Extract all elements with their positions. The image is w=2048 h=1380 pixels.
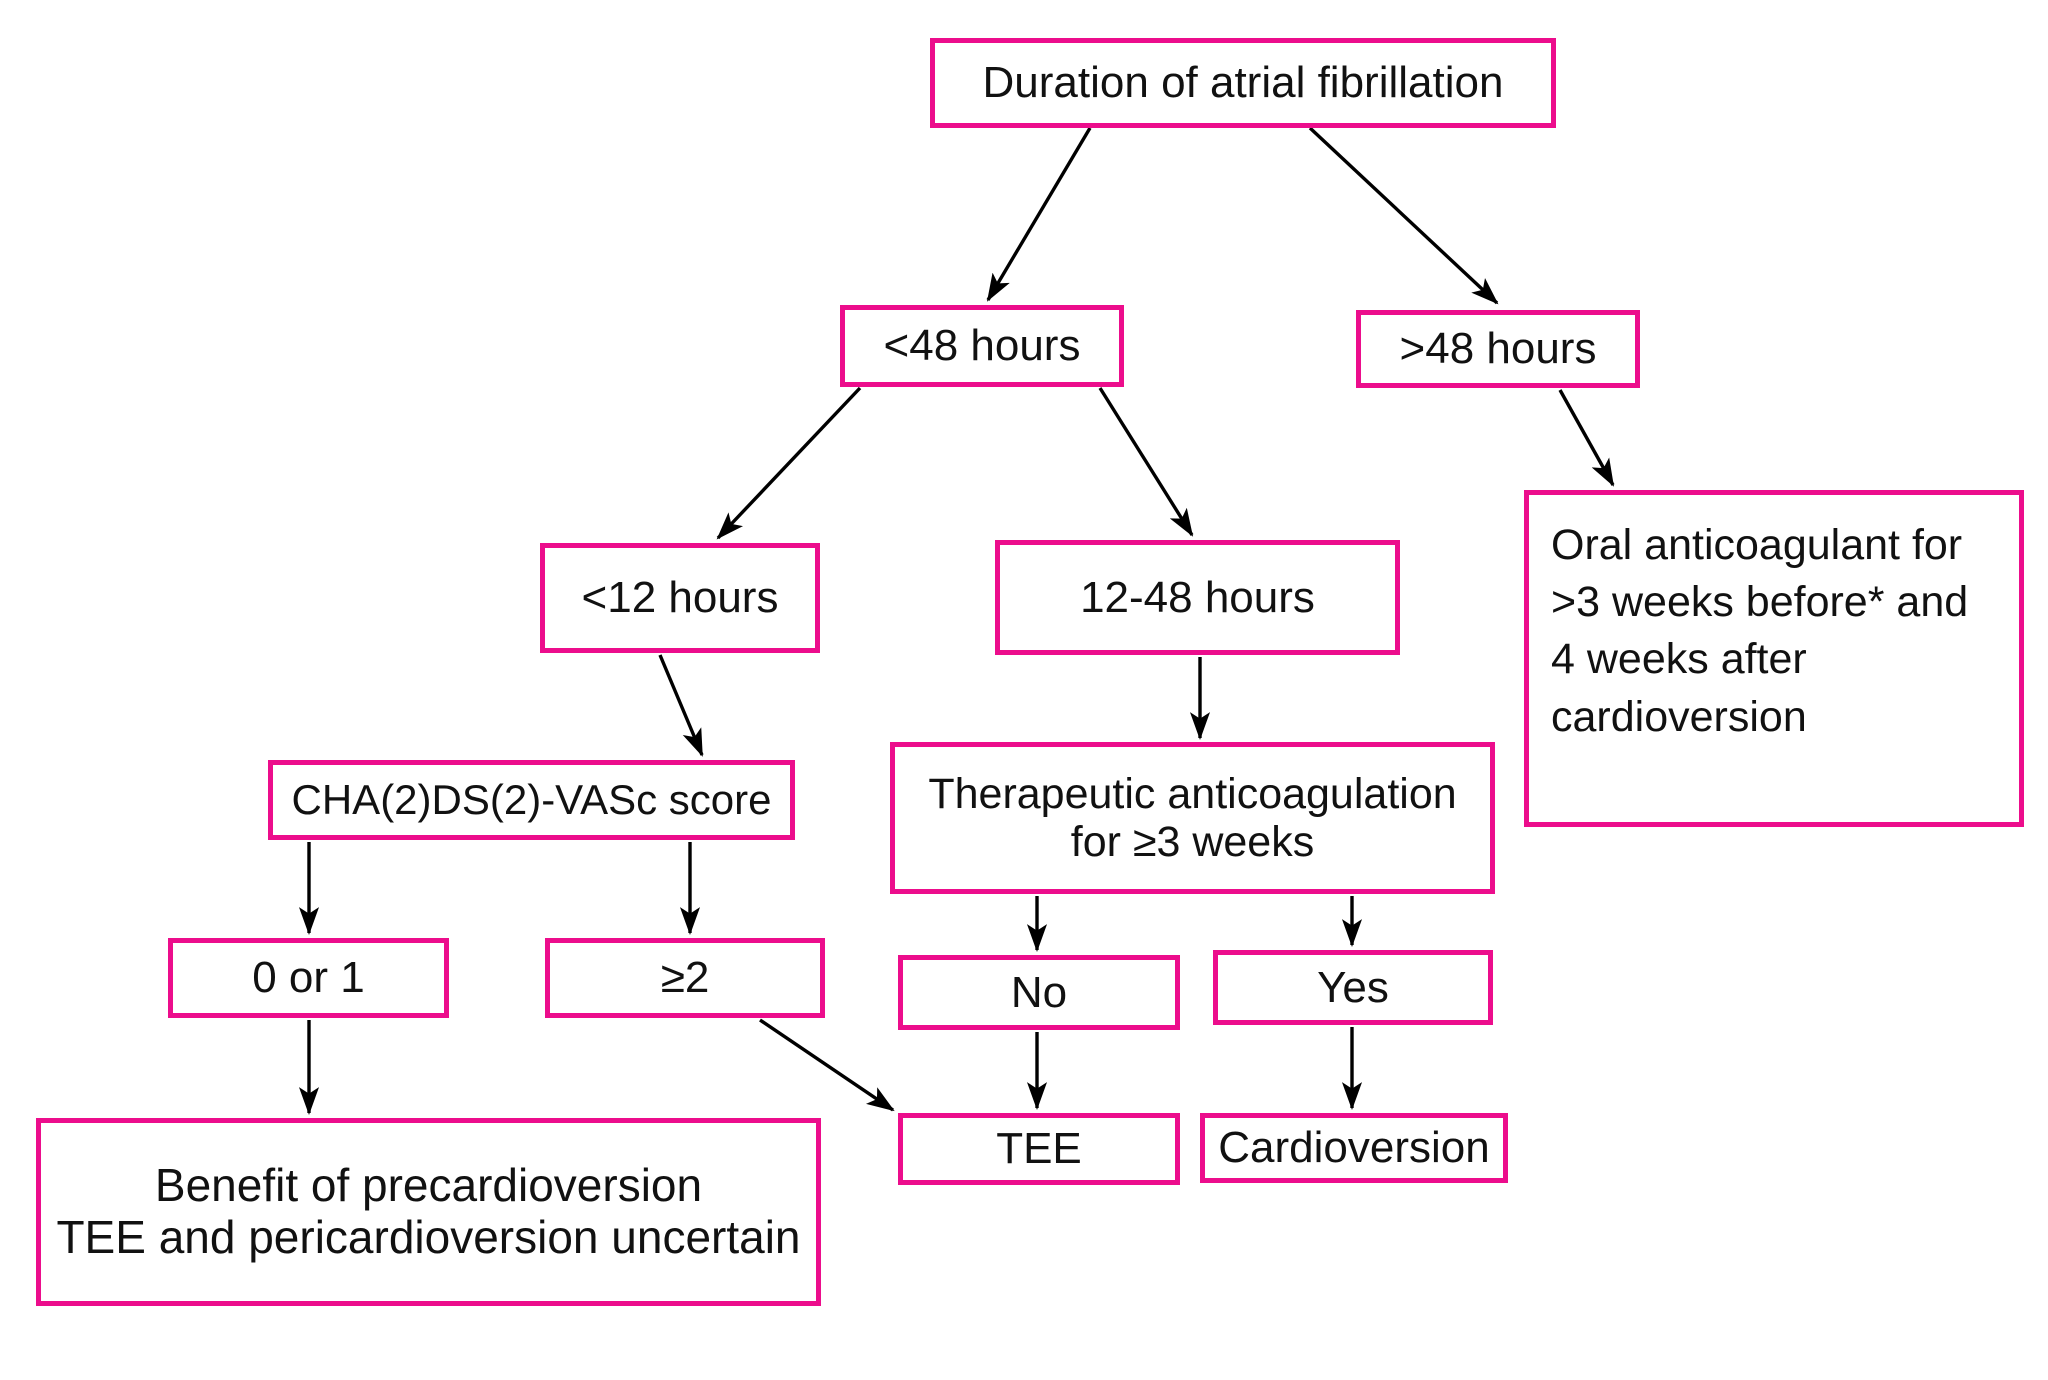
node-yes[interactable]: Yes — [1213, 950, 1493, 1025]
node-label-gt48: >48 hours — [1399, 324, 1597, 374]
node-label-chads: CHA(2)DS(2)-VASc score — [291, 776, 772, 824]
node-gt48[interactable]: >48 hours — [1356, 310, 1640, 388]
node-label-cardio: Cardioversion — [1218, 1123, 1490, 1173]
connector-duration-to-gt48 — [1308, 126, 1499, 305]
node-therap[interactable]: Therapeutic anticoagulation for ≥3 weeks — [890, 742, 1495, 894]
node-h1248[interactable]: 12-48 hours — [995, 540, 1400, 655]
node-label-score01: 0 or 1 — [252, 953, 365, 1003]
connector-duration-to-lt48 — [986, 127, 1092, 302]
connector-lt48-to-1248 — [1098, 387, 1194, 537]
node-tee[interactable]: TEE — [898, 1113, 1180, 1185]
node-label-no: No — [1010, 967, 1068, 1017]
node-label-lt12: <12 hours — [581, 573, 779, 623]
node-no[interactable]: No — [898, 955, 1180, 1030]
connector-gt48-to-oac — [1558, 389, 1615, 487]
node-label-therap: Therapeutic anticoagulation for ≥3 weeks — [928, 769, 1457, 866]
node-score01[interactable]: 0 or 1 — [168, 938, 449, 1018]
node-label-h1248: 12-48 hours — [1080, 572, 1315, 622]
node-score2[interactable]: ≥2 — [545, 938, 825, 1018]
node-label-yes: Yes — [1317, 962, 1389, 1012]
node-label-oac: Oral anticoagulant for >3 weeks before* … — [1551, 521, 1969, 741]
connector-score2-to-tee — [759, 1018, 895, 1112]
node-label-duration: Duration of atrial fibrillation — [982, 58, 1504, 108]
node-label-benefit: Benefit of precardioversion TEE and peri… — [56, 1159, 801, 1263]
node-label-score2: ≥2 — [660, 953, 710, 1003]
node-chads[interactable]: CHA(2)DS(2)-VASc score — [268, 760, 795, 840]
node-duration[interactable]: Duration of atrial fibrillation — [930, 38, 1556, 128]
node-lt12[interactable]: <12 hours — [540, 543, 820, 653]
connector-lt12-to-chads — [658, 654, 704, 757]
connector-lt48-to-lt12 — [716, 386, 862, 540]
node-label-tee: TEE — [996, 1124, 1082, 1174]
node-cardio[interactable]: Cardioversion — [1200, 1113, 1508, 1183]
node-label-lt48: <48 hours — [883, 321, 1081, 371]
node-lt48[interactable]: <48 hours — [840, 305, 1124, 387]
node-oac[interactable]: Oral anticoagulant for >3 weeks before* … — [1524, 490, 2024, 827]
node-benefit[interactable]: Benefit of precardioversion TEE and peri… — [36, 1118, 821, 1306]
